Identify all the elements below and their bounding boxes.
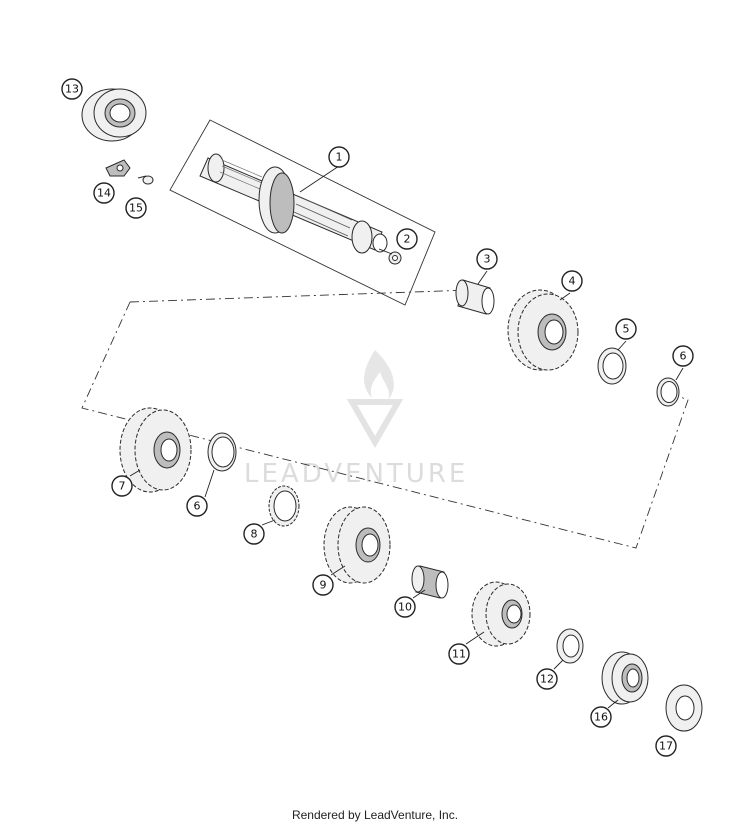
svg-text:8: 8 xyxy=(251,528,258,541)
svg-text:17: 17 xyxy=(659,740,673,753)
shim-17 xyxy=(665,684,703,732)
callout-12: 12 xyxy=(536,668,558,690)
circlip-6-lower xyxy=(207,432,237,472)
callout-15: 15 xyxy=(125,197,147,219)
render-credit: Rendered by LeadVenture, Inc. xyxy=(291,808,459,822)
callout-11: 11 xyxy=(448,643,470,665)
leader-lines xyxy=(129,165,684,709)
svg-text:13: 13 xyxy=(65,83,79,96)
screw-15 xyxy=(137,175,154,185)
callout-13: 13 xyxy=(61,78,83,100)
svg-text:7: 7 xyxy=(119,480,126,493)
svg-text:10: 10 xyxy=(398,601,412,614)
callout-14: 14 xyxy=(93,182,115,204)
callout-8: 8 xyxy=(243,523,265,545)
svg-text:12: 12 xyxy=(540,673,554,686)
callout-9: 9 xyxy=(312,574,334,596)
callout-6-lower: 6 xyxy=(186,495,208,517)
svg-text:14: 14 xyxy=(97,187,111,200)
assembly-outline xyxy=(81,289,689,549)
watermark-text: LEADVENTURE xyxy=(244,459,468,489)
nut-2 xyxy=(388,251,402,265)
svg-text:4: 4 xyxy=(569,275,576,288)
callout-4: 4 xyxy=(561,270,583,292)
splined-washer-8 xyxy=(268,485,300,527)
svg-text:5: 5 xyxy=(623,323,630,336)
svg-text:16: 16 xyxy=(594,711,608,724)
svg-text:1: 1 xyxy=(336,151,343,164)
svg-text:11: 11 xyxy=(452,648,466,661)
circlip-6-upper xyxy=(656,377,680,407)
callout-17: 17 xyxy=(655,735,677,757)
bushing-3 xyxy=(455,279,495,315)
svg-text:6: 6 xyxy=(194,500,201,513)
callout-7: 7 xyxy=(111,475,133,497)
svg-text:2: 2 xyxy=(404,233,411,246)
callout-10: 10 xyxy=(394,596,416,618)
svg-text:9: 9 xyxy=(320,579,327,592)
callout-6-upper: 6 xyxy=(672,345,694,367)
callout-3: 3 xyxy=(476,248,498,270)
leadventure-watermark: LEADVENTURE xyxy=(244,350,468,489)
gear-11 xyxy=(471,581,531,647)
washer-12 xyxy=(556,628,584,664)
main-shaft-1 xyxy=(199,153,388,254)
svg-text:3: 3 xyxy=(484,253,491,266)
gear-7 xyxy=(119,407,192,493)
needle-bearing-10 xyxy=(411,565,449,599)
svg-text:6: 6 xyxy=(680,350,687,363)
gear-9 xyxy=(323,506,391,584)
callout-5: 5 xyxy=(615,318,637,340)
bearing-16 xyxy=(601,651,649,705)
svg-text:15: 15 xyxy=(129,202,143,215)
callout-1: 1 xyxy=(328,146,350,168)
washer-5 xyxy=(597,347,627,385)
callout-2: 2 xyxy=(396,228,418,250)
callout-16: 16 xyxy=(590,706,612,728)
lock-plate-14 xyxy=(105,159,131,177)
bearing-13 xyxy=(81,88,147,142)
gear-4 xyxy=(507,289,579,371)
shaft-group-box xyxy=(169,119,436,306)
